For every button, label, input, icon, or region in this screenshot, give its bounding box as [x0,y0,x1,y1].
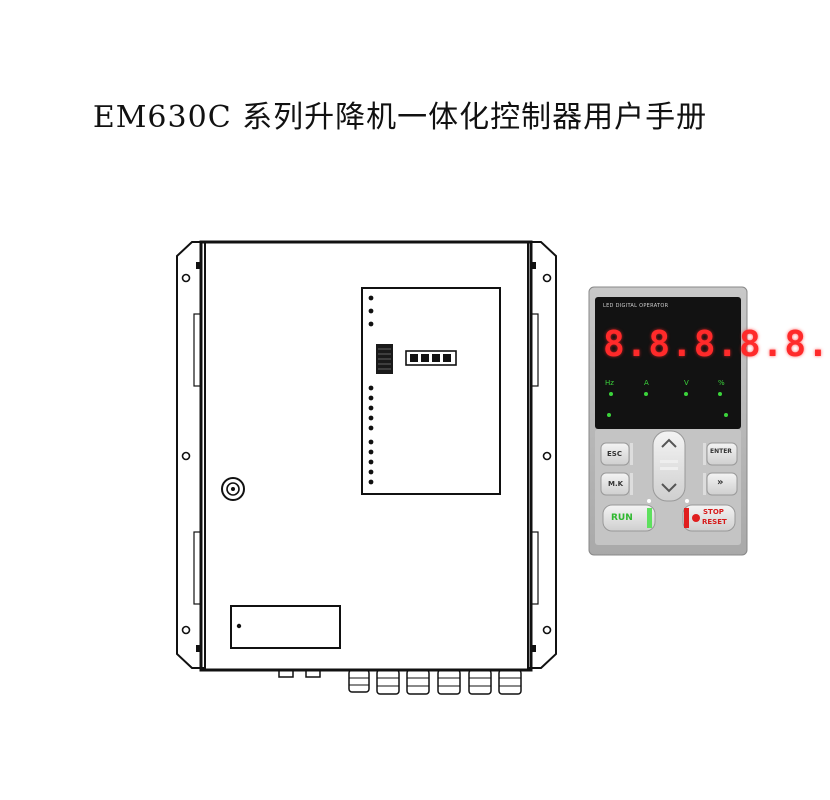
controller-cabinet-drawing [176,240,557,695]
page-title: EM630C 系列升降机一体化控制器用户手册 [92,100,708,135]
seven-segment-display: 8.8.8.8.8. [603,324,830,365]
enter-key[interactable]: ENTER [710,448,732,455]
stop-key[interactable]: STOP [703,508,724,516]
mk-key[interactable]: M.K [608,480,624,488]
keypad-body [588,286,748,556]
run-key[interactable]: RUN [611,513,633,523]
reset-key-label: RESET [702,518,727,526]
esc-key[interactable]: ESC [607,450,622,458]
lock-icon [221,477,245,501]
led-digital-operator: LED DIGITAL OPERATOR 8.8.8.8.8. Hz A V %… [588,286,830,556]
unit-label-v: V [684,379,689,387]
unit-label-hz: Hz [605,379,614,387]
shift-key[interactable]: » [717,477,724,488]
unit-label-a: A [644,379,649,387]
unit-label-percent: % [718,379,725,387]
operator-header-label: LED DIGITAL OPERATOR [603,303,669,309]
